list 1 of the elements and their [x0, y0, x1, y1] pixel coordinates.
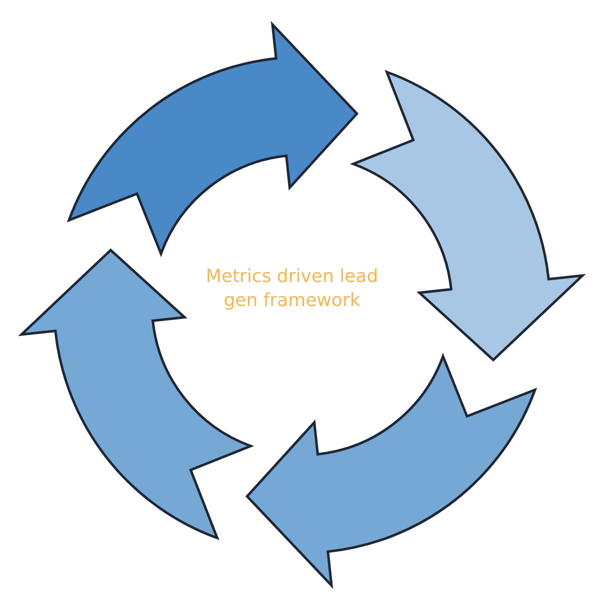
center-title: Metrics driven lead gen framework: [204, 265, 380, 314]
